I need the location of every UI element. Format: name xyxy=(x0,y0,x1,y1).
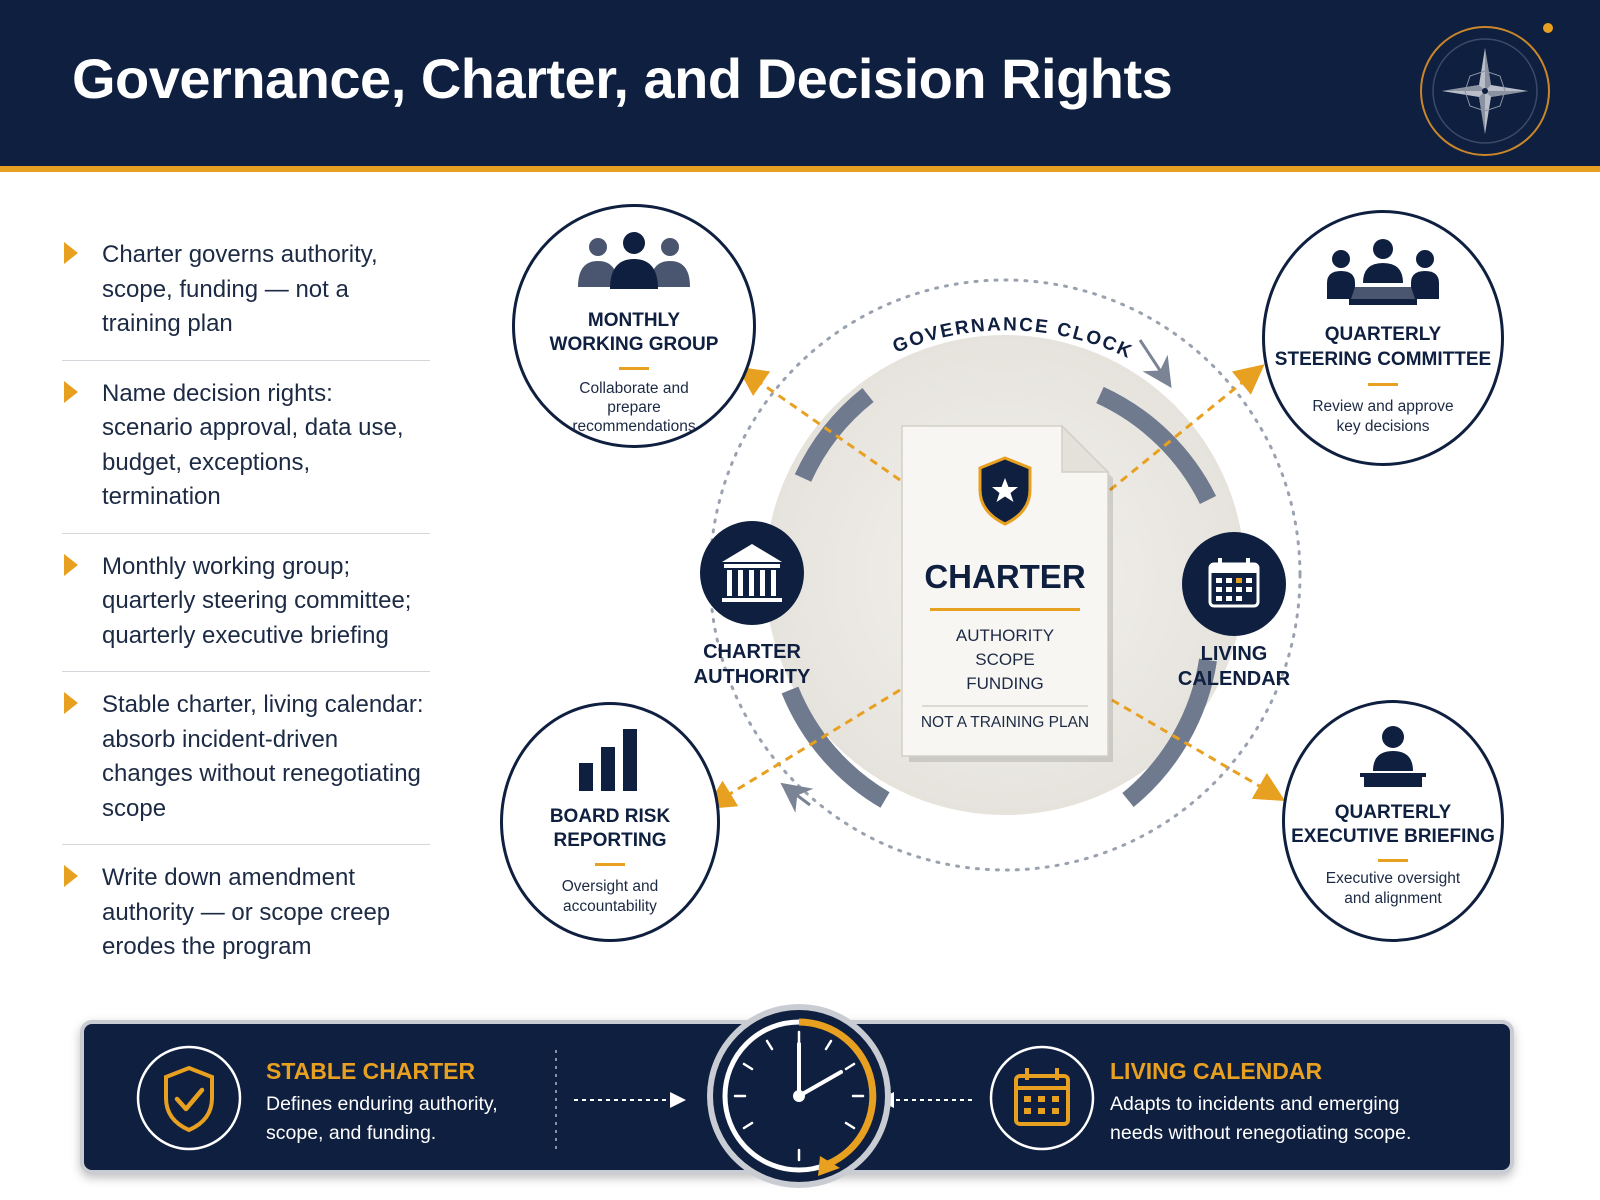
governance-diagram: GOVERNANCE CLOCK xyxy=(460,190,1600,1000)
building-columns-icon xyxy=(700,521,804,625)
bullet-text: Stable charter, living calendar: absorb … xyxy=(102,691,424,822)
chevron-right-icon xyxy=(64,692,78,714)
charter-line: FUNDING xyxy=(966,674,1044,693)
node-board-risk-reporting: BOARD RISK REPORTING Oversight and accou… xyxy=(500,702,720,942)
people-group-icon xyxy=(578,232,690,289)
calendar-icon xyxy=(1182,532,1286,636)
node-desc: Executive oversight xyxy=(1325,870,1461,887)
bullet-text: Write down amendment authority — or scop… xyxy=(102,864,391,960)
node-title: STEERING COMMITTEE xyxy=(1274,349,1492,370)
stable-charter-desc: scope, and funding. xyxy=(266,1122,437,1144)
chevron-right-icon xyxy=(64,553,78,576)
node-desc: prepare xyxy=(607,399,661,416)
connector-working-group xyxy=(737,366,901,482)
node-divider xyxy=(595,863,625,866)
label-line: AUTHORITY xyxy=(693,666,811,688)
node-divider xyxy=(619,367,649,370)
connector-board xyxy=(704,688,901,810)
node-quarterly-steering-committee: QUARTERLY STEERING COMMITTEE Review and … xyxy=(1262,210,1504,466)
charter-card: CHARTER AUTHORITY SCOPE FUNDING NOT A TR… xyxy=(902,426,1108,756)
node-desc: recommendations xyxy=(572,418,696,435)
bar-chart-icon xyxy=(579,729,637,791)
node-divider xyxy=(1378,859,1408,862)
header-bar: Governance, Charter, and Decision Rights xyxy=(0,0,1600,166)
header-accent-stripe xyxy=(0,166,1600,172)
bullet-text: Charter governs authority, scope, fundin… xyxy=(102,241,378,337)
node-title: WORKING GROUP xyxy=(549,334,719,355)
shield-star-icon xyxy=(978,456,1032,526)
bullet-item: Write down amendment authority — or scop… xyxy=(62,845,430,983)
clock-ring xyxy=(781,386,1217,808)
connector-exec xyxy=(1111,698,1286,802)
charter-document xyxy=(901,424,1113,762)
node-title: QUARTERLY xyxy=(1334,802,1452,823)
page-title: Governance, Charter, and Decision Rights xyxy=(72,47,1173,110)
shield-check-icon xyxy=(136,1045,242,1151)
bullet-text: Monthly working group; quarterly steerin… xyxy=(102,552,412,649)
connector-steering xyxy=(1109,364,1265,492)
label-line: CALENDAR xyxy=(1177,668,1291,690)
bullet-list: Charter governs authority, scope, fundin… xyxy=(62,222,430,983)
governance-orbit xyxy=(708,278,1302,872)
node-title: BOARD RISK xyxy=(549,806,671,827)
label-line: LIVING xyxy=(1200,643,1268,665)
presenter-icon xyxy=(1360,726,1426,787)
label-line: CHARTER xyxy=(703,641,801,663)
node-title: REPORTING xyxy=(553,830,667,851)
node-divider xyxy=(1368,383,1398,386)
stable-charter-desc: Defines enduring authority, xyxy=(266,1093,498,1115)
node-desc: and alignment xyxy=(1344,890,1442,907)
living-calendar-desc: needs without renegotiating scope. xyxy=(1110,1122,1412,1144)
charter-divider xyxy=(930,608,1080,611)
node-desc: accountability xyxy=(563,898,657,915)
node-desc: Collaborate and xyxy=(579,380,689,397)
charter-line: AUTHORITY xyxy=(955,626,1055,645)
compass-icon xyxy=(1420,23,1553,156)
charter-title: CHARTER xyxy=(924,558,1086,595)
chevron-right-icon xyxy=(64,865,78,887)
chevron-right-icon xyxy=(64,380,78,403)
bullet-item: Monthly working group; quarterly steerin… xyxy=(62,534,430,672)
footer-graphics xyxy=(136,1045,1095,1151)
node-desc: key decisions xyxy=(1336,418,1430,435)
living-calendar-title: LIVING CALENDAR xyxy=(1110,1058,1323,1084)
bullet-item: Name decision rights: scenario approval,… xyxy=(62,361,430,534)
charter-authority-label: CHARTER AUTHORITY xyxy=(682,640,822,690)
stable-charter-title: STABLE CHARTER xyxy=(266,1058,476,1084)
diagram-connectors: GOVERNANCE CLOCK xyxy=(700,278,1302,872)
node-quarterly-executive-briefing: QUARTERLY EXECUTIVE BRIEFING Executive o… xyxy=(1282,700,1504,942)
bullet-item: Charter governs authority, scope, fundin… xyxy=(62,222,430,361)
clock-icon xyxy=(707,1004,891,1188)
chevron-right-icon xyxy=(64,242,78,264)
node-title: QUARTERLY xyxy=(1324,324,1442,345)
calendar-icon xyxy=(989,1045,1095,1151)
node-title: MONTHLY xyxy=(587,310,681,331)
meeting-table-icon xyxy=(1327,239,1439,305)
charter-footnote: NOT A TRAINING PLAN xyxy=(920,714,1090,731)
node-desc: Review and approve xyxy=(1312,398,1454,415)
bullet-text: Name decision rights: scenario approval,… xyxy=(102,379,404,511)
node-monthly-working-group: MONTHLY WORKING GROUP Collaborate and pr… xyxy=(512,204,756,448)
living-calendar-desc: Adapts to incidents and emerging xyxy=(1110,1093,1400,1115)
charter-line: SCOPE xyxy=(975,650,1035,669)
living-calendar-label: LIVING CALENDAR xyxy=(1164,642,1304,692)
bullet-item: Stable charter, living calendar: absorb … xyxy=(62,672,430,845)
node-title: EXECUTIVE BRIEFING xyxy=(1291,826,1495,847)
node-desc: Oversight and xyxy=(561,878,659,895)
